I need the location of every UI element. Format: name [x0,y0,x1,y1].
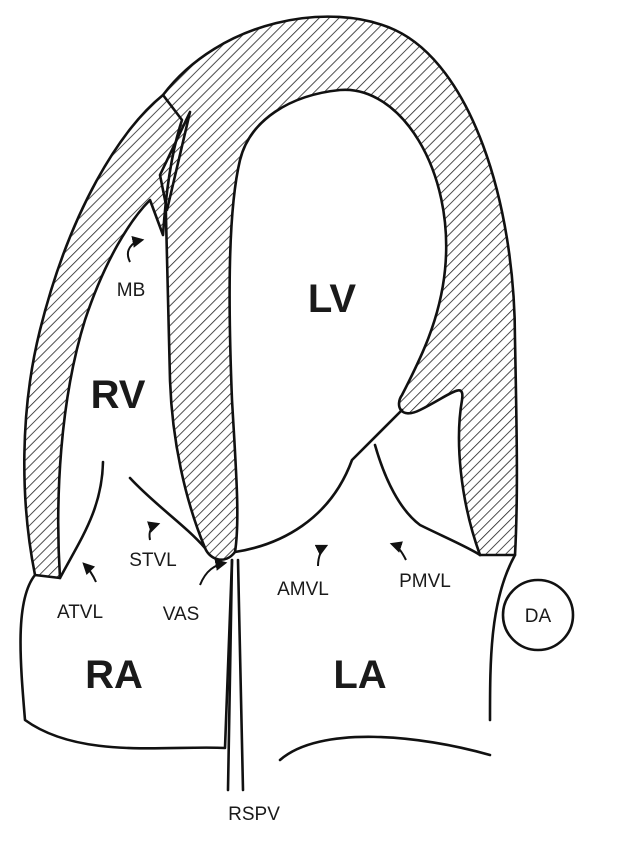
lv-wall [161,15,519,561]
rv-wall [23,93,184,580]
stvl-label: STVL [129,550,177,571]
mb-arrow [126,236,145,263]
vas-arrow [199,559,228,586]
stvl-arrow [146,521,161,541]
pmvl-leaflet [373,443,482,557]
ra-label: RA [85,653,143,697]
stvl-leaflet [128,476,207,550]
la-right-wall [488,553,517,722]
ra-outline [19,558,234,750]
septum-right-line [236,558,245,792]
atvl-leaflet [58,460,105,580]
pmvl-label: PMVL [399,571,451,592]
amvl-arrow [314,544,329,567]
vas-label: VAS [163,604,200,625]
rspv-label: RSPV [228,804,280,825]
amvl-leaflet [233,408,404,554]
descending-aorta [501,578,575,652]
atvl-label: ATVL [57,602,103,623]
septum-left-line [226,558,234,792]
da-label: DA [525,606,552,627]
amvl-label: AMVL [277,579,329,600]
rv-label: RV [91,373,146,417]
lv-label: LV [308,277,356,321]
atvl-arrow [82,562,97,583]
mb-label: MB [117,280,146,301]
la-outline [278,735,492,762]
pmvl-arrow [389,541,407,561]
moderator-band-sliver [158,110,192,212]
la-label: LA [333,653,386,697]
